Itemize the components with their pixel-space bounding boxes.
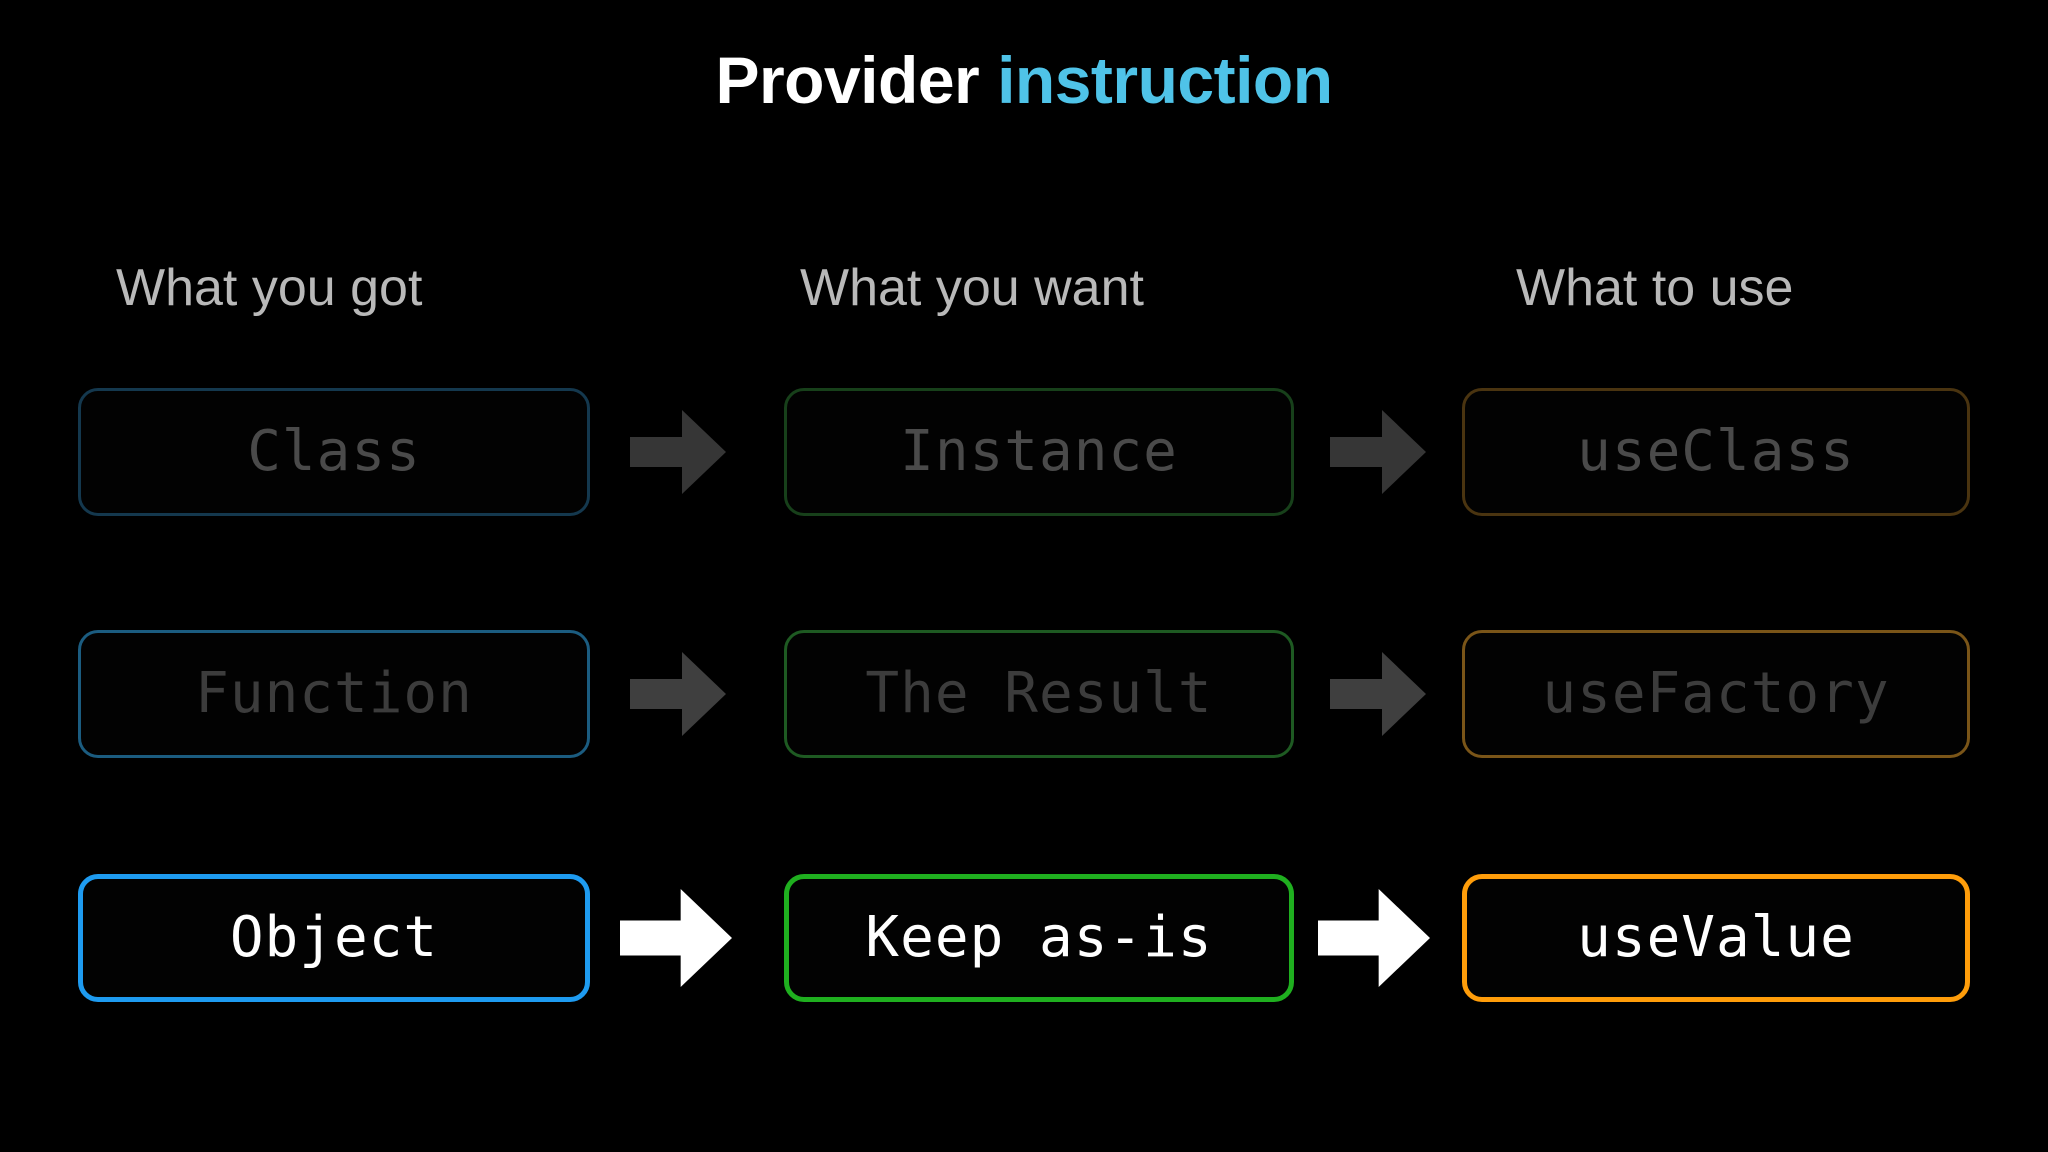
want-box[interactable]: The Result	[784, 630, 1294, 758]
arrow-right-icon	[1330, 652, 1426, 736]
got-label: Class	[247, 419, 421, 484]
arrow-right-icon	[620, 888, 732, 988]
page-title: Provider instruction	[0, 44, 2048, 117]
title-main-text: Provider	[715, 43, 980, 117]
arrow-right-icon	[630, 652, 726, 736]
use-box[interactable]: useClass	[1462, 388, 1970, 516]
column-header-what-you-want: What you want	[800, 259, 1144, 317]
want-box[interactable]: Instance	[784, 388, 1294, 516]
mapping-row: Function The Result useFactory	[0, 630, 2048, 758]
want-box[interactable]: Keep as-is	[784, 874, 1294, 1002]
arrow-right-icon	[1330, 410, 1426, 494]
use-label: useValue	[1577, 905, 1855, 970]
got-label: Function	[195, 661, 473, 726]
use-box[interactable]: useValue	[1462, 874, 1970, 1002]
column-headers: What you got What you want What to use	[0, 255, 2048, 321]
column-header-what-you-got: What you got	[116, 259, 423, 317]
got-label: Object	[229, 905, 439, 970]
title-accent-text: instruction	[997, 43, 1333, 117]
mapping-row: Class Instance useClass	[0, 388, 2048, 516]
got-box[interactable]: Class	[78, 388, 590, 516]
mapping-row-active: Object Keep as-is useValue	[0, 874, 2048, 1002]
use-box[interactable]: useFactory	[1462, 630, 1970, 758]
want-label: Keep as-is	[865, 905, 1213, 970]
got-box[interactable]: Object	[78, 874, 590, 1002]
arrow-right-icon	[630, 410, 726, 494]
use-label: useClass	[1577, 419, 1855, 484]
want-label: The Result	[865, 661, 1213, 726]
column-header-what-to-use: What to use	[1516, 259, 1794, 317]
got-box[interactable]: Function	[78, 630, 590, 758]
want-label: Instance	[900, 419, 1178, 484]
use-label: useFactory	[1542, 661, 1890, 726]
arrow-right-icon	[1318, 888, 1430, 988]
